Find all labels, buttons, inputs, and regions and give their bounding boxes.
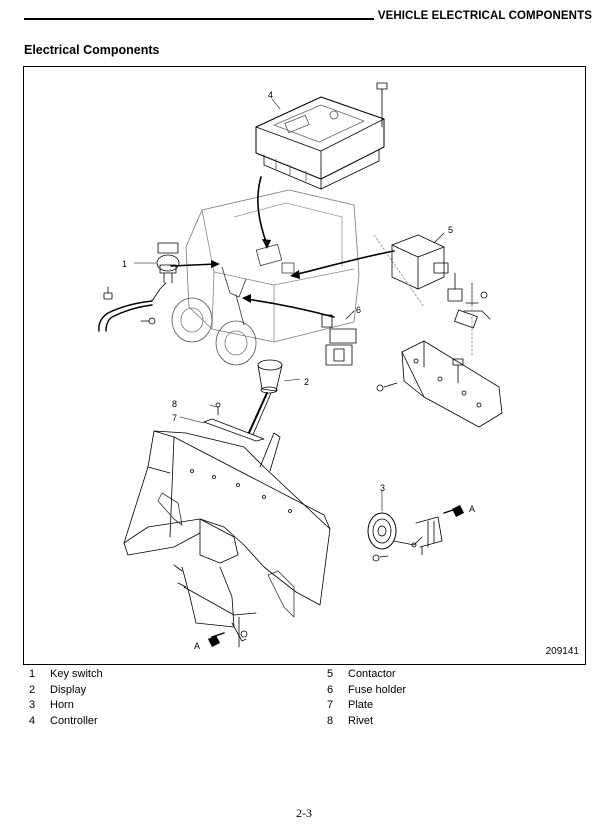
figure-number: 209141 [545,646,579,657]
callout-3: 3 [380,483,385,493]
callout-8: 8 [172,399,177,409]
view-label-a-right: A [469,504,475,514]
legend-item: 1 Key switch [29,668,103,680]
legend-item: 6 Fuse holder [327,683,407,696]
controller-drawing [255,82,388,190]
legend-item: 5 Contactor [327,668,396,680]
contactor-drawing [373,234,491,329]
figure-frame: 4 5 1 6 2 8 7 3 A A 209141 [23,66,586,665]
legend-item: 8 Rivet [327,714,374,727]
truck-body-outline [171,189,360,366]
fuse-holder-drawing [321,314,357,366]
running-header: VEHICLE ELECTRICAL COMPONENTS [377,10,592,22]
legend-item: 2 Display [29,683,87,696]
header-rule [24,18,374,20]
section-title: Electrical Components [24,43,160,57]
callout-7: 7 [172,413,177,423]
legend-left-column: 1 Key switch 2 Display 3 Horn 4 Controll… [29,667,103,729]
callout-4: 4 [268,90,273,100]
exploded-view-illustration: 4 5 1 6 2 8 7 3 A A [98,82,503,651]
mounting-plate-drawing [376,284,503,428]
display-drawing [247,359,283,438]
plate-rivet-drawing [203,402,265,442]
callout-5: 5 [448,225,453,235]
callout-1: 1 [122,259,127,269]
view-label-a-bottom: A [194,641,200,651]
key-switch-drawing [98,242,180,332]
legend-item: 3 Horn [29,699,74,712]
legend-item: 4 Controller [29,714,98,727]
legend-item: 7 Plate [327,699,374,712]
horn-drawing [367,512,443,562]
page-number: 2-3 [296,806,312,820]
legend-right-column: 5 Contactor 6 Fuse holder 7 Plate 8 Rive… [327,667,406,729]
callout-6: 6 [356,305,361,315]
chassis-frame-drawing [123,430,331,648]
callout-2: 2 [304,377,309,387]
